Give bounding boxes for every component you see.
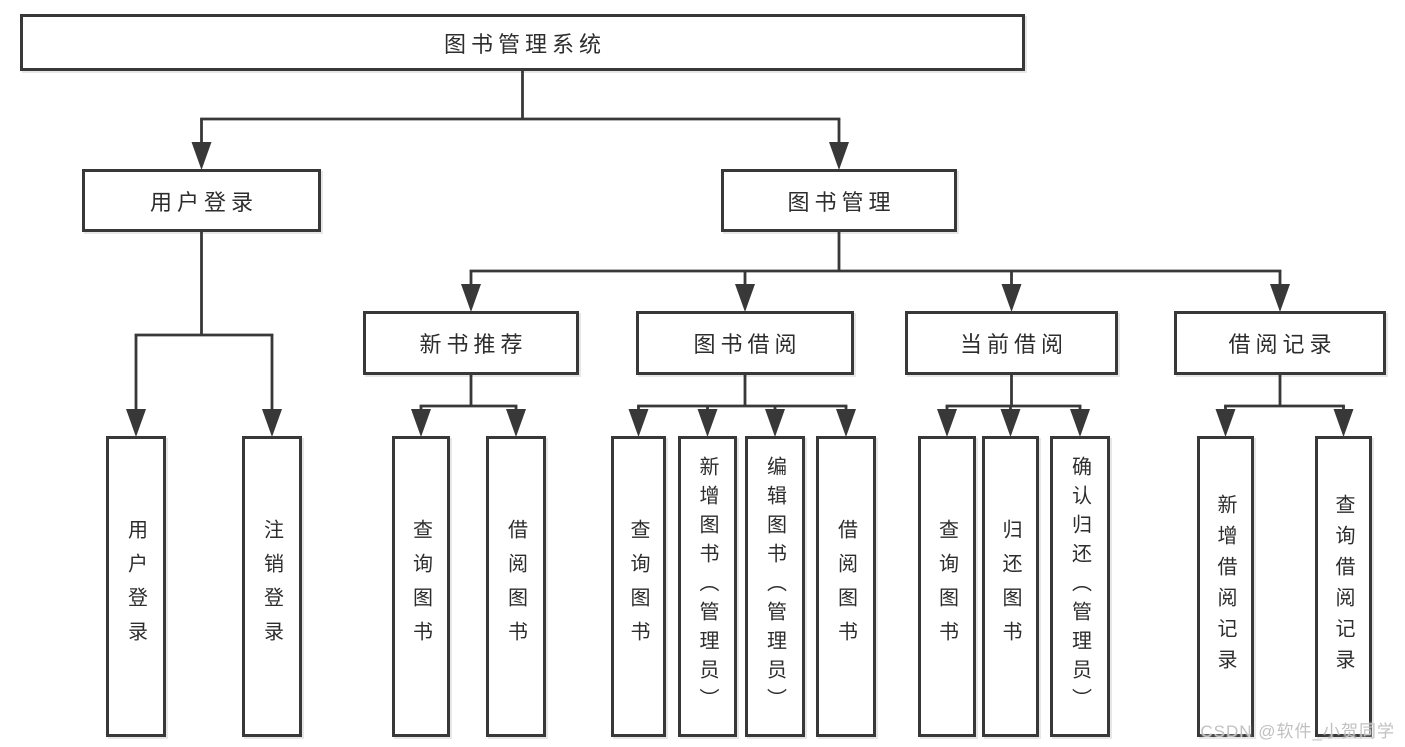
node-label: 借阅记录 [1228,332,1337,357]
node-bb-borrow-books: 借阅图书 [816,436,876,737]
node-label: 当前借阅 [959,332,1068,357]
node-label: 用户登录 [124,518,147,655]
arrowhead-down-icon [937,409,957,437]
node-label: 注销登录 [260,518,283,655]
csdn-watermark: CSDN @软件_小贺同学 [1200,722,1395,741]
node-label: 查询图书 [627,518,649,655]
arrowhead-down-icon [1270,284,1290,312]
arrowhead-down-icon [1000,409,1021,437]
node-label: 用户登录 [149,189,258,215]
arrowhead-down-icon [765,409,785,437]
node-label: 图书管理系统 [443,31,606,57]
arrowhead-down-icon [1070,409,1090,437]
arrowhead-down-icon [1333,409,1354,437]
node-label: 查询借阅记录 [1332,493,1354,680]
arrowhead-down-icon [461,284,481,312]
arrowhead-down-icon [1001,284,1022,312]
arrowhead-down-icon [506,409,526,437]
node-cb-return-books: 归还图书 [982,436,1039,737]
arrowhead-down-icon [126,409,146,437]
arrowhead-down-icon [262,409,282,437]
node-nbr-borrow-books: 借阅图书 [486,436,546,737]
node-label: 查询图书 [935,518,958,655]
arrowhead-down-icon [191,142,212,170]
node-book-borrowing: 图书借阅 [636,311,854,375]
node-label: 新书推荐 [419,332,528,357]
arrowhead-down-icon [411,409,431,437]
node-user-login: 用户登录 [82,169,321,232]
node-label: 图书借阅 [693,332,802,357]
node-bb-query-books: 查询图书 [611,436,666,737]
node-label: 借阅图书 [834,518,857,655]
node-label: 图书管理 [787,189,896,215]
node-label: 借阅图书 [504,518,527,655]
node-current-borrowing: 当前借阅 [905,311,1118,375]
node-bb-add-books: 新增图书（管理员） [678,436,737,737]
arrowhead-down-icon [628,409,649,437]
arrowhead-down-icon [836,409,856,437]
node-label: 确认归还（管理员） [1068,456,1091,717]
node-label: 新增图书（管理员） [696,456,718,717]
node-book-management: 图书管理 [721,169,957,232]
node-label: 新增借阅记录 [1214,493,1236,680]
node-cb-query-books: 查询图书 [918,436,976,737]
node-root: 图书管理系统 [20,14,1025,71]
node-borrow-records: 借阅记录 [1174,311,1386,375]
node-label: 归还图书 [999,518,1021,655]
node-new-book-recommend: 新书推荐 [363,311,579,375]
node-label: 查询图书 [409,518,432,655]
arrowhead-down-icon [697,409,718,437]
node-bb-edit-books: 编辑图书（管理员） [745,436,805,737]
node-label: 编辑图书（管理员） [763,456,786,717]
node-logout-action: 注销登录 [242,436,302,737]
node-br-query-record: 查询借阅记录 [1315,436,1372,737]
arrowhead-down-icon [829,142,849,170]
node-br-add-record: 新增借阅记录 [1197,436,1254,737]
node-nbr-query-books: 查询图书 [392,436,450,737]
arrowhead-down-icon [1215,409,1236,437]
node-cb-confirm-return: 确认归还（管理员） [1050,436,1110,737]
node-user-login-action: 用户登录 [106,436,166,737]
arrowhead-down-icon [735,284,755,312]
